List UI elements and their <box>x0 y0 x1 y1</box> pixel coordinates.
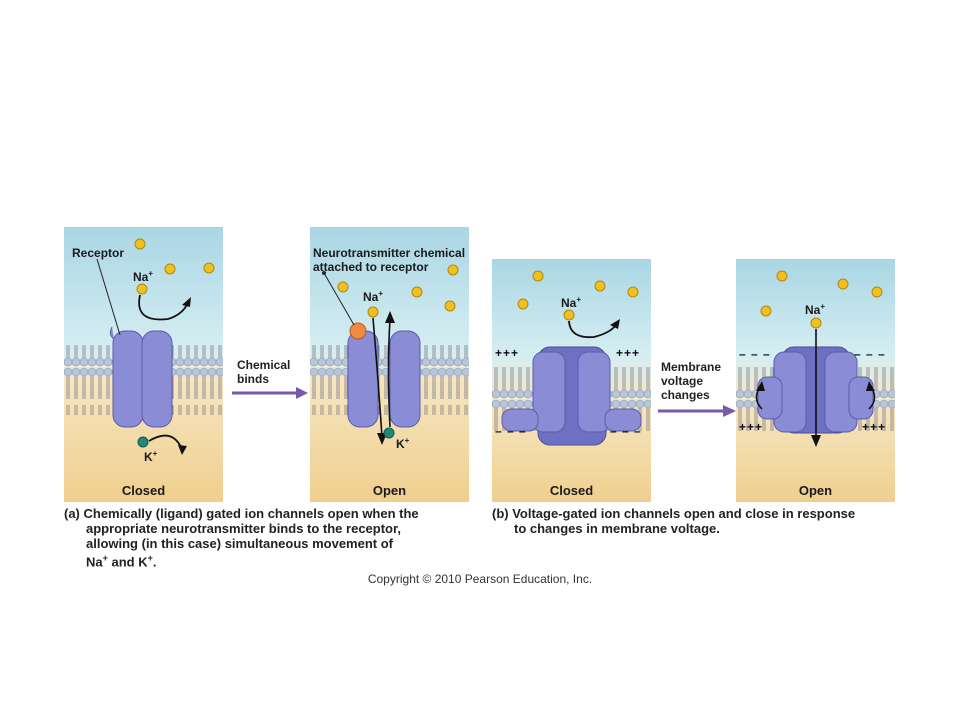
membrane-voltage-arrow <box>658 405 736 417</box>
na-ion <box>447 264 459 276</box>
charge-bottom-left: – – – <box>495 424 527 438</box>
voltage-sensor-right <box>604 408 642 432</box>
voltage-sensor-left <box>757 376 783 420</box>
charge-bottom-right: – – – <box>610 424 642 438</box>
na-ion <box>594 280 606 292</box>
k-outward-arrow <box>387 318 391 428</box>
charge-top-right: +++ <box>616 346 641 360</box>
na-label: Na+ <box>363 289 384 304</box>
neurotransmitter-molecule <box>349 322 367 340</box>
na-label: Na+ <box>561 295 582 310</box>
na-ion <box>627 286 639 298</box>
na-ion <box>837 278 849 290</box>
channel-subunit-right <box>141 330 173 428</box>
receptor-site <box>109 326 115 340</box>
na-path-arrow <box>138 294 189 321</box>
chemical-binds-arrow <box>232 387 308 399</box>
channel-subunit-right <box>389 330 421 428</box>
na-ion <box>776 270 788 282</box>
na-ion <box>337 281 349 293</box>
panel-a-closed-art <box>64 227 223 502</box>
receptor-label: Receptor <box>72 246 125 260</box>
na-label: Na+ <box>133 269 154 284</box>
k-ion <box>137 436 149 448</box>
na-label: Na+ <box>805 302 826 317</box>
na-ion <box>136 283 148 295</box>
na-ion <box>760 305 772 317</box>
k-label: K+ <box>144 449 158 464</box>
na-ion <box>134 238 146 250</box>
channel-subunit-left <box>532 351 566 433</box>
na-ion <box>444 300 456 312</box>
charge-top-right: – – – <box>854 347 886 361</box>
panel-b-open: Na+ – – – – – – +++ +++ Open <box>736 259 895 502</box>
neurotransmitter-pointer <box>323 272 355 326</box>
channel-subunit-left <box>347 330 379 428</box>
na-ion <box>810 317 822 329</box>
k-label: K+ <box>396 436 410 451</box>
state-closed-label: Closed <box>121 483 166 498</box>
na-ion <box>532 270 544 282</box>
panel-a-closed: Receptor Na+ K+ Closed <box>64 227 223 502</box>
caption-a: (a) Chemically (ligand) gated ion channe… <box>64 506 419 570</box>
channel-subunit-left <box>112 330 144 428</box>
copyright-notice: Copyright © 2010 Pearson Education, Inc. <box>367 572 593 586</box>
na-ion <box>411 286 423 298</box>
na-ion <box>563 309 575 321</box>
na-ion <box>203 262 215 274</box>
state-closed-label: Closed <box>549 483 594 498</box>
na-ion <box>164 263 176 275</box>
panel-b-closed: Na+ +++ +++ – – – – – – Closed <box>492 259 651 502</box>
charge-top-left: +++ <box>495 346 520 360</box>
state-open-label: Open <box>798 483 833 498</box>
caption-b: (b) Voltage-gated ion channels open and … <box>492 506 856 536</box>
na-ion <box>871 286 883 298</box>
voltage-sensor-left <box>501 408 539 432</box>
na-ion <box>367 306 379 318</box>
state-open-label: Open <box>372 483 407 498</box>
k-ion <box>383 427 395 439</box>
na-ion <box>517 298 529 310</box>
panel-b-closed-art <box>492 259 651 502</box>
voltage-sensor-right <box>848 376 874 420</box>
receptor-pointer <box>96 258 121 336</box>
channel-subunit-right <box>577 351 611 433</box>
charge-top-left: – – – <box>739 347 771 361</box>
panel-a-open-art <box>310 227 469 502</box>
charge-bottom-left: +++ <box>739 420 764 434</box>
panel-b-open-art <box>736 259 895 502</box>
charge-bottom-right: +++ <box>862 420 887 434</box>
na-path-arrow <box>568 320 617 339</box>
na-inward-arrow <box>372 317 383 438</box>
